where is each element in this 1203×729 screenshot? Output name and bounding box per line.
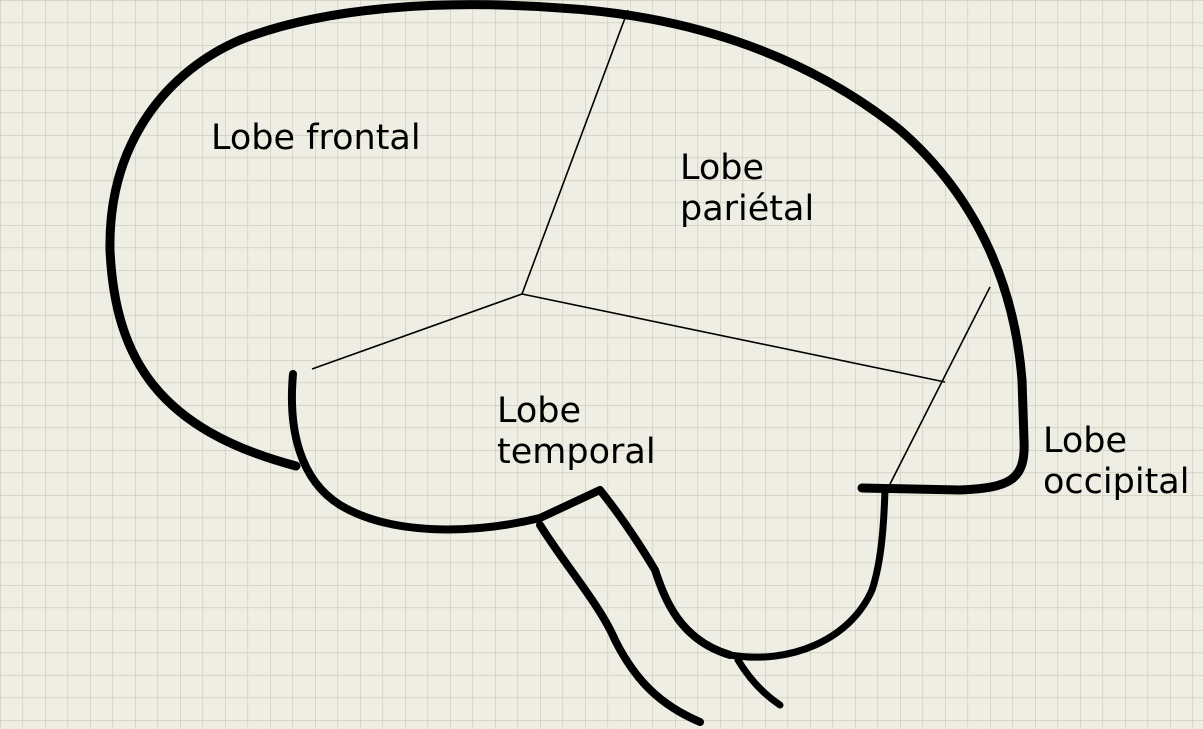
label-occipital-lobe: Lobe occipital [1043, 421, 1189, 504]
label-temporal-line-2: temporal [497, 432, 656, 473]
label-occipital-line-2: occipital [1043, 462, 1189, 503]
label-parietal-lobe: Lobe pariétal [680, 148, 814, 231]
label-temporal-lobe: Lobe temporal [497, 391, 656, 474]
label-frontal-lobe: Lobe frontal [211, 118, 421, 159]
label-frontal-line-1: Lobe frontal [211, 118, 421, 159]
label-temporal-line-1: Lobe [497, 391, 656, 432]
label-parietal-line-2: pariétal [680, 189, 814, 230]
label-parietal-line-1: Lobe [680, 148, 814, 189]
label-occipital-line-1: Lobe [1043, 421, 1189, 462]
